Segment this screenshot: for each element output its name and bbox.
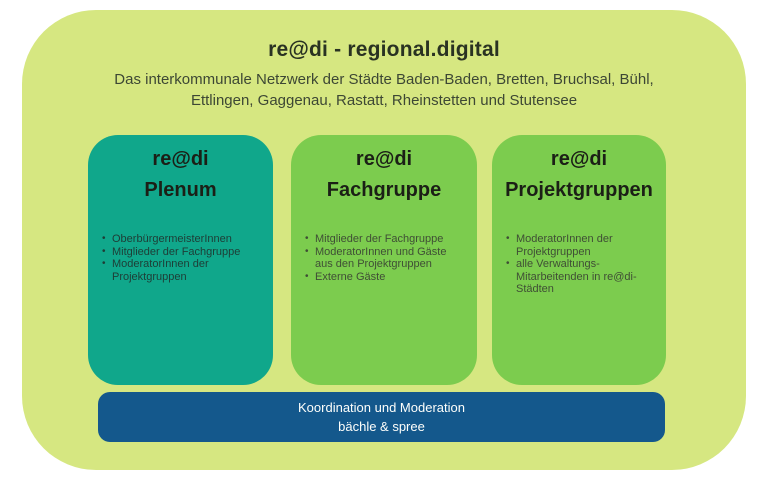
list-item: ModeratorInnen der Projektgruppen — [506, 233, 648, 258]
page-subtitle: Das interkommunale Netzwerk der Städte B… — [22, 69, 746, 111]
panel-header: re@di - regional.digital Das interkommun… — [22, 38, 746, 111]
list-item: Mitglieder der Fachgruppe — [305, 233, 461, 246]
card-fachgruppe-title-line2: Fachgruppe — [326, 179, 442, 201]
coordination-bar: Koordination und Moderation bächle & spr… — [98, 392, 665, 442]
card-fachgruppe-title: re@di Fachgruppe — [291, 135, 477, 206]
card-plenum: re@di Plenum OberbürgermeisterInnen Mitg… — [88, 135, 273, 385]
card-fachgruppe-member-list: Mitglieder der Fachgruppe ModeratorInnen… — [291, 233, 477, 283]
list-item: OberbürgermeisterInnen — [102, 233, 257, 246]
card-plenum-title-line1: re@di — [152, 148, 209, 170]
card-projektgruppen-title: re@di Projektgruppen — [492, 135, 666, 206]
card-projektgruppen-title-line1: re@di — [550, 148, 608, 170]
card-plenum-member-list: OberbürgermeisterInnen Mitglieder der Fa… — [88, 233, 273, 283]
card-projektgruppen-title-line2: Projektgruppen — [505, 179, 653, 201]
coordination-bar-line1: Koordination und Moderation — [298, 400, 465, 415]
page-title: re@di - regional.digital — [268, 38, 500, 61]
card-projektgruppen-member-list: ModeratorInnen der Projektgruppen alle V… — [492, 233, 666, 296]
page-subtitle-line1: Das interkommunale Netzwerk der Städte B… — [114, 71, 654, 88]
card-plenum-title-line2: Plenum — [144, 179, 217, 201]
list-item: alle Verwaltungs-Mitarbeitenden in re@di… — [506, 258, 648, 296]
card-fachgruppe: re@di Fachgruppe Mitglieder der Fachgrup… — [291, 135, 477, 385]
card-plenum-title: re@di Plenum — [88, 135, 273, 206]
page-subtitle-line2: Ettlingen, Gaggenau, Rastatt, Rheinstett… — [190, 92, 578, 109]
list-item: ModeratorInnen der Projektgruppen — [102, 258, 257, 283]
network-panel: re@di - regional.digital Das interkommun… — [22, 10, 746, 470]
card-fachgruppe-title-line1: re@di — [355, 148, 413, 170]
list-item: ModeratorInnen und Gäste aus den Projekt… — [305, 246, 461, 271]
list-item: Mitglieder der Fachgruppe — [102, 246, 257, 259]
list-item: Externe Gäste — [305, 271, 461, 284]
coordination-bar-line2: bächle & spree — [338, 419, 425, 434]
card-projektgruppen: re@di Projektgruppen ModeratorInnen der … — [492, 135, 666, 385]
